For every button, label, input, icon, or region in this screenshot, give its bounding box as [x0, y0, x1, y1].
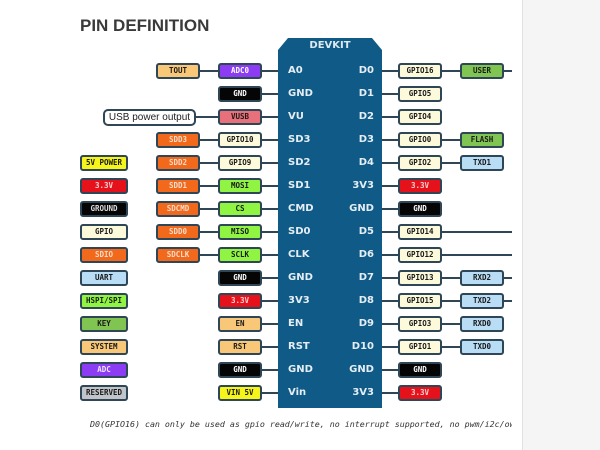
board-pin-label-right: D2 [358, 111, 374, 122]
left-pin-gpio10: GPIO10 [218, 132, 262, 148]
board-pin-label-left: Vin [288, 387, 307, 398]
left-pin-33v: 3.3V [218, 293, 262, 309]
legend-system: SYSTEM [80, 339, 128, 355]
left-pin-gpio9: GPIO9 [218, 155, 262, 171]
board-pin-label-left: A0 [288, 65, 303, 76]
right-pin-gpio1: GPIO1 [398, 339, 442, 355]
legend-sdio: SDIO [80, 247, 128, 263]
right-pin-33v: 3.3V [398, 178, 442, 194]
left-pin-cs: CS [218, 201, 262, 217]
left-pin-gnd: GND [218, 362, 262, 378]
board-title: DEVKIT [309, 40, 351, 51]
board-pin-label-right: GND [349, 203, 374, 214]
right-pin-gpio0: GPIO0 [398, 132, 442, 148]
board-pin-label-right: D4 [358, 157, 374, 168]
left-function-sdd2: SDD2 [156, 155, 200, 171]
connector-line [382, 70, 512, 72]
right-function-txd2: TXD2 [460, 293, 504, 309]
left-pin-sclk: SCLK [218, 247, 262, 263]
legend-gpio: GPIO [80, 224, 128, 240]
left-pin-gnd: GND [218, 86, 262, 102]
board-pin-label-right: D10 [351, 341, 374, 352]
left-pin-vusb: VUSB [218, 109, 262, 125]
board-pin-label-right: 3V3 [352, 180, 374, 191]
right-function-txd1: TXD1 [460, 155, 504, 171]
board-pin-label-right: D8 [358, 295, 374, 306]
connector-line [382, 231, 512, 233]
board-pin-label-left: SD2 [288, 157, 311, 168]
right-function-user: USER [460, 63, 504, 79]
left-pin-gnd: GND [218, 270, 262, 286]
left-function-sdcmd: SDCMD [156, 201, 200, 217]
side-panel [522, 0, 600, 450]
left-function-sdd1: SDD1 [156, 178, 200, 194]
right-pin-gpio16: GPIO16 [398, 63, 442, 79]
legend-adc: ADC [80, 362, 128, 378]
right-pin-gnd: GND [398, 362, 442, 378]
board-pin-label-left: 3V3 [288, 295, 310, 306]
board-pin-label-left: GND [288, 88, 313, 99]
left-function-sdd3: SDD3 [156, 132, 200, 148]
board-pin-label-left: SD3 [288, 134, 311, 145]
legend-hspispi: HSPI/SPI [80, 293, 128, 309]
board-pin-label-left: CMD [288, 203, 314, 214]
board-pin-label-right: D7 [358, 272, 374, 283]
right-pin-gnd: GND [398, 201, 442, 217]
board-pin-label-right: D9 [358, 318, 374, 329]
board-pin-label-left: GND [288, 272, 313, 283]
board-pin-label-right: D0 [358, 65, 374, 76]
board-pin-label-right: 3V3 [352, 387, 374, 398]
right-function-txd0: TXD0 [460, 339, 504, 355]
right-pin-gpio13: GPIO13 [398, 270, 442, 286]
right-pin-gpio15: GPIO15 [398, 293, 442, 309]
left-pin-rst: RST [218, 339, 262, 355]
legend-reserved: RESERVED [80, 385, 128, 401]
board-pin-label-left: SD1 [288, 180, 311, 191]
right-function-rxd0: RXD0 [460, 316, 504, 332]
left-pin-adc0: ADC0 [218, 63, 262, 79]
right-pin-gpio2: GPIO2 [398, 155, 442, 171]
board-pin-label-left: VU [288, 111, 304, 122]
right-function-flash: FLASH [460, 132, 504, 148]
legend-5vpower: 5V POWER [80, 155, 128, 171]
left-pin-mosi: MOSI [218, 178, 262, 194]
left-function-tout: TOUT [156, 63, 200, 79]
usb-power-output-note: USB power output [103, 108, 196, 126]
right-pin-gpio12: GPIO12 [398, 247, 442, 263]
board-pin-label-left: CLK [288, 249, 310, 260]
left-pin-miso: MISO [218, 224, 262, 240]
right-function-rxd2: RXD2 [460, 270, 504, 286]
left-function-sdclk: SDCLK [156, 247, 200, 263]
legend-uart: UART [80, 270, 128, 286]
connector-line [382, 300, 512, 302]
footnote: D0(GPIO16) can only be used as gpio read… [90, 419, 512, 429]
page-title: PIN DEFINITION [80, 16, 210, 35]
legend-ground: GROUND [80, 201, 128, 217]
board-pin-label-left: GND [288, 364, 313, 375]
left-function-sdd0: SDD0 [156, 224, 200, 240]
connector-line [382, 277, 512, 279]
connector-line [382, 254, 512, 256]
left-pin-en: EN [218, 316, 262, 332]
board-pin-label-right: D5 [358, 226, 374, 237]
board-pin-label-left: EN [288, 318, 304, 329]
board-pin-label-left: RST [288, 341, 310, 352]
legend-33v: 3.3V [80, 178, 128, 194]
right-pin-gpio14: GPIO14 [398, 224, 442, 240]
right-pin-33v: 3.3V [398, 385, 442, 401]
devkit-board [278, 38, 382, 408]
board-pin-label-right: D3 [358, 134, 374, 145]
legend-key: KEY [80, 316, 128, 332]
right-pin-gpio5: GPIO5 [398, 86, 442, 102]
left-pin-vin5v: VIN 5V [218, 385, 262, 401]
right-pin-gpio3: GPIO3 [398, 316, 442, 332]
right-pin-gpio4: GPIO4 [398, 109, 442, 125]
board-pin-label-right: D6 [358, 249, 374, 260]
board-pin-label-right: GND [349, 364, 374, 375]
board-pin-label-right: D1 [358, 88, 374, 99]
board-pin-label-left: SD0 [288, 226, 311, 237]
